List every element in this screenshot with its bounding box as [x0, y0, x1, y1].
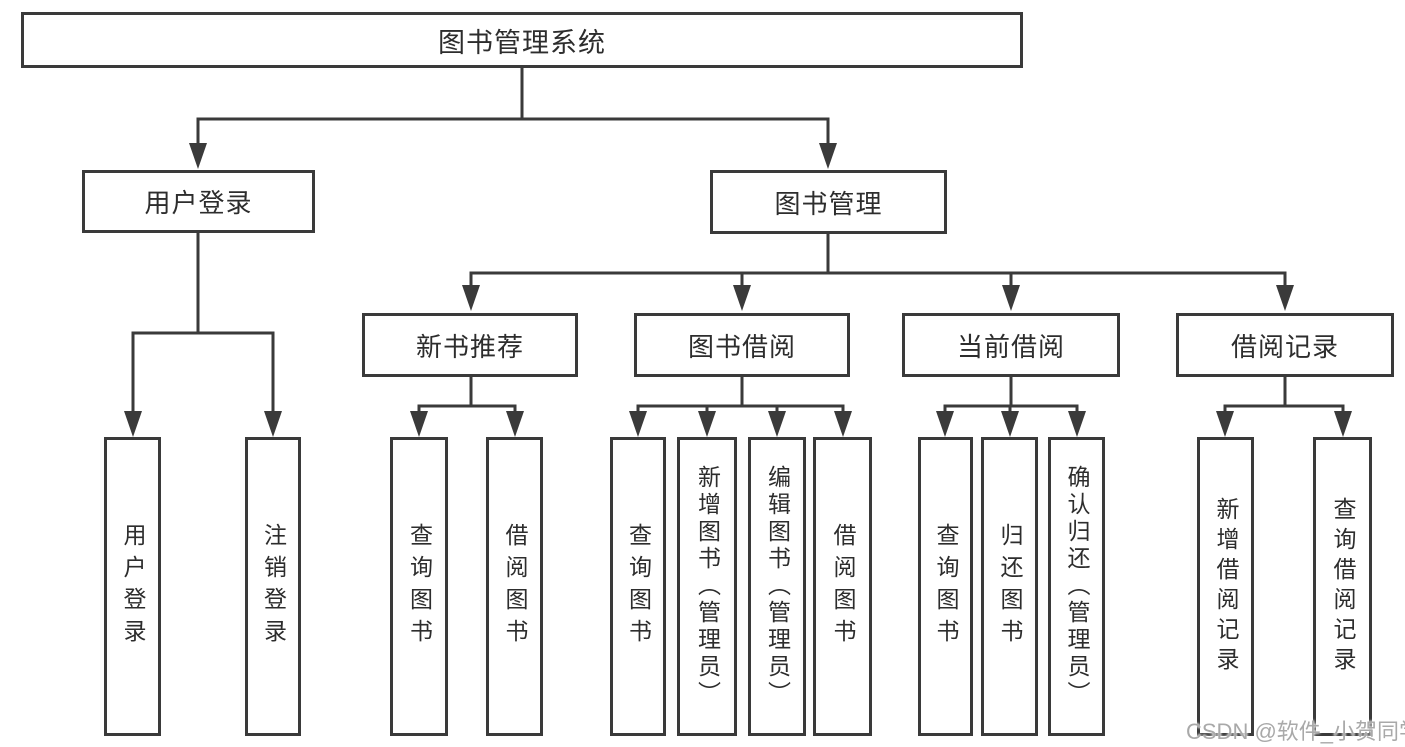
leaf-borrowing-query-books-label: 查询图书	[625, 522, 652, 651]
leaf-user-login: 用户登录	[104, 437, 161, 736]
leaf-current-query-books-label: 查询图书	[933, 522, 959, 651]
leaf-add-borrow-record-label: 新增借阅记录	[1213, 496, 1239, 677]
leaf-edit-books-admin: 编辑图书（管理员）	[748, 437, 806, 736]
csdn-watermark: CSDN @软件_小贺同学	[1186, 719, 1405, 744]
node-new-book-recommendation-label: 新书推荐	[415, 331, 524, 362]
leaf-edit-books-admin-label: 编辑图书（管理员）	[764, 465, 791, 708]
leaf-add-borrow-record: 新增借阅记录	[1197, 437, 1254, 736]
leaf-newbook-query-books: 查询图书	[390, 437, 448, 736]
leaf-return-books-label: 归还图书	[997, 522, 1023, 651]
node-book-borrowing-label: 图书借阅	[687, 331, 796, 362]
node-new-book-recommendation: 新书推荐	[362, 313, 578, 377]
leaf-add-books-admin: 新增图书（管理员）	[677, 437, 737, 736]
leaf-borrowing-borrow-books: 借阅图书	[813, 437, 872, 736]
leaf-confirm-return-admin-label: 确认归还（管理员）	[1064, 465, 1090, 708]
node-user-login: 用户登录	[82, 170, 315, 233]
leaf-newbook-borrow-books: 借阅图书	[486, 437, 543, 736]
leaf-borrowing-borrow-books-label: 借阅图书	[830, 522, 856, 651]
node-borrowing-records-label: 借阅记录	[1230, 331, 1339, 362]
leaf-query-borrow-record: 查询借阅记录	[1313, 437, 1372, 736]
node-current-borrowing: 当前借阅	[902, 313, 1120, 377]
leaf-query-borrow-record-label: 查询借阅记录	[1330, 496, 1356, 677]
node-root: 图书管理系统	[21, 12, 1023, 68]
leaf-newbook-borrow-books-label: 借阅图书	[502, 522, 528, 651]
leaf-logout-label: 注销登录	[260, 522, 287, 651]
leaf-user-login-label: 用户登录	[120, 522, 146, 651]
leaf-current-query-books: 查询图书	[918, 437, 973, 736]
leaf-newbook-query-books-label: 查询图书	[406, 522, 433, 651]
leaf-confirm-return-admin: 确认归还（管理员）	[1048, 437, 1105, 736]
node-root-label: 图书管理系统	[438, 27, 606, 58]
node-current-borrowing-label: 当前借阅	[956, 331, 1065, 362]
node-book-management-label: 图书管理	[774, 188, 883, 219]
leaf-borrowing-query-books: 查询图书	[610, 437, 666, 736]
node-book-borrowing: 图书借阅	[634, 313, 850, 377]
node-book-management: 图书管理	[710, 170, 947, 234]
leaf-return-books: 归还图书	[981, 437, 1038, 736]
node-borrowing-records: 借阅记录	[1176, 313, 1394, 377]
arrowheads	[124, 143, 1352, 437]
leaf-logout: 注销登录	[245, 437, 301, 736]
leaf-add-books-admin-label: 新增图书（管理员）	[694, 465, 721, 708]
node-user-login-label: 用户登录	[144, 188, 253, 218]
